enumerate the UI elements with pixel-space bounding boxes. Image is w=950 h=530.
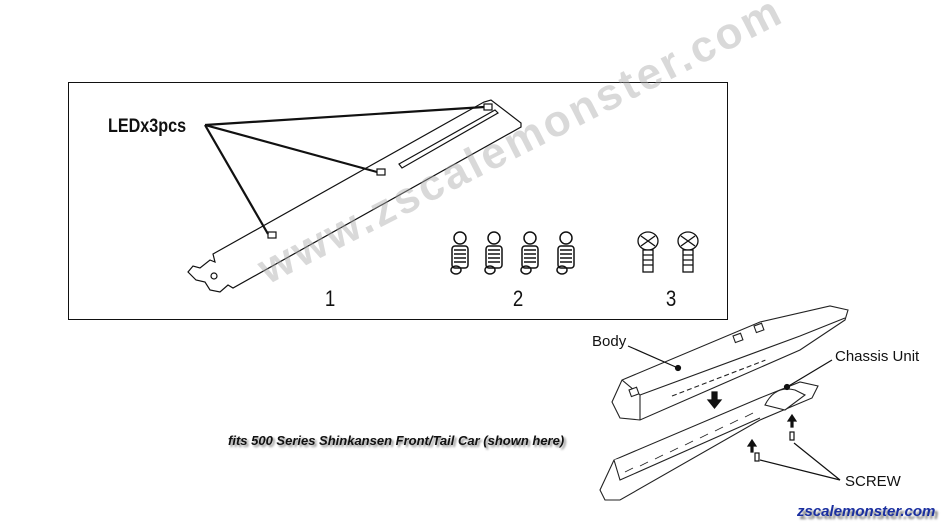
site-credit: zscalemonster.com [797, 503, 936, 520]
chassis-unit-label: Chassis Unit [835, 348, 920, 365]
train-body [611, 305, 849, 421]
screws [637, 231, 699, 273]
down-arrow-icon [706, 391, 723, 409]
led-leader-lines [204, 105, 485, 235]
part-number-3: 3 [665, 286, 677, 311]
led-1 [483, 103, 493, 111]
led-2 [376, 168, 386, 176]
part-number-1: 1 [324, 286, 336, 311]
led-board [187, 99, 522, 293]
screw-small [789, 431, 795, 441]
leaders-and-arrows [627, 345, 841, 481]
chassis-unit [599, 381, 819, 501]
caption: fits 500 Series Shinkansen Front/Tail Ca… [228, 433, 565, 448]
screw-small [754, 452, 760, 462]
led-3 [267, 231, 277, 239]
up-arrow-icon [746, 438, 758, 453]
springs [450, 231, 575, 275]
screw-label: SCREW [845, 473, 901, 490]
body-label: Body [592, 333, 627, 350]
parts-box [68, 82, 728, 320]
part-number-2: 2 [512, 286, 524, 311]
led-label: LEDx3pcs [108, 116, 187, 137]
up-arrow-icon [786, 413, 798, 428]
